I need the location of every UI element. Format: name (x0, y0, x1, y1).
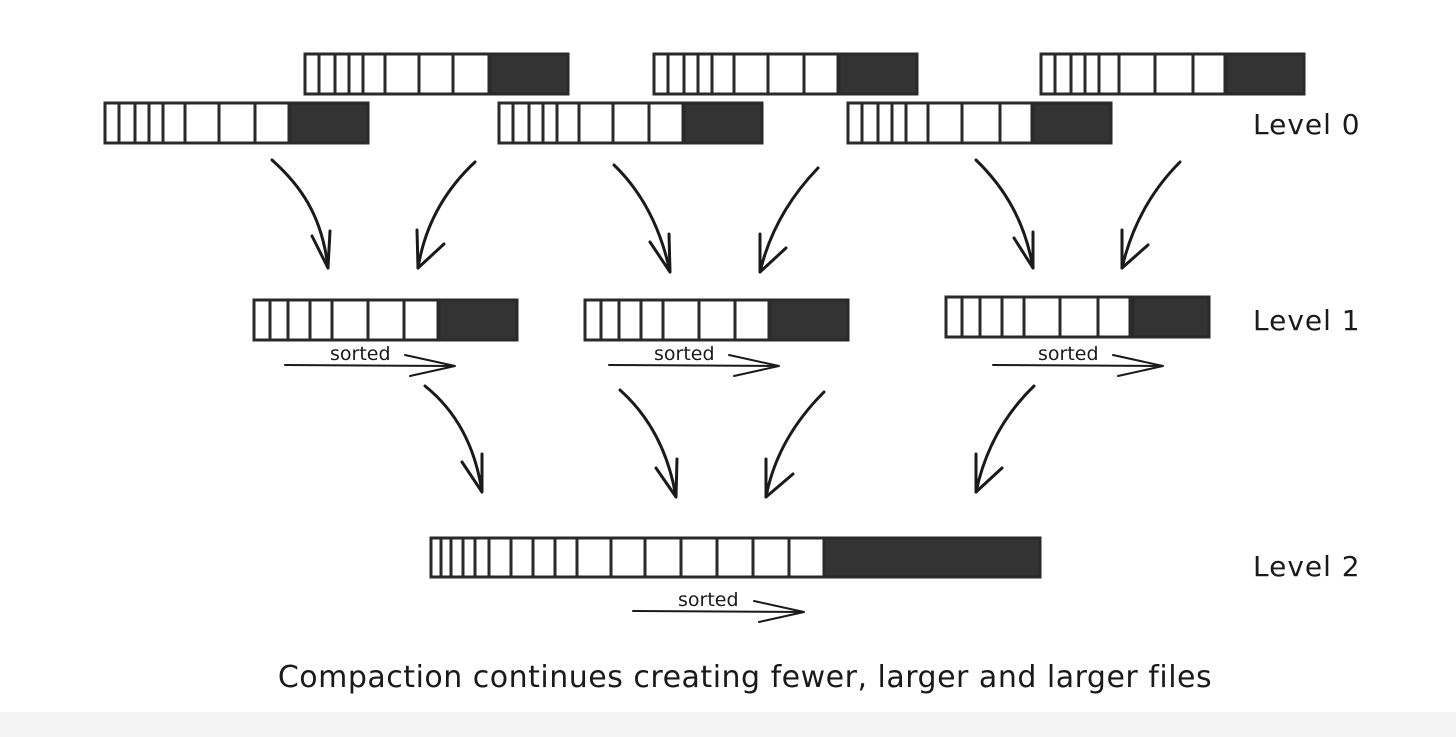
level-1-files (252, 295, 1211, 342)
file-unsorted-region (436, 298, 519, 342)
sorted-arrow (632, 600, 805, 623)
level-0-file-5 (497, 101, 764, 145)
merge-arrow (764, 390, 826, 499)
level-0-file-2 (652, 52, 919, 96)
file-unsorted-region (1128, 295, 1211, 339)
sorted-label: sorted (678, 589, 739, 611)
sorted-arrow (992, 354, 1164, 377)
merge-arrow (270, 158, 332, 270)
level-1-file-2 (583, 298, 850, 342)
sorted-arrow (284, 354, 456, 377)
merge-arrow (1120, 160, 1182, 270)
merge-arrow (415, 160, 477, 270)
level-0-label: Level 0 (1253, 108, 1361, 141)
sorted-label: sorted (1038, 343, 1099, 365)
merge-arrow (423, 384, 484, 494)
level-2-sorted-indicator: sorted (632, 589, 805, 623)
level-0-files (103, 52, 1306, 145)
level-1-label: Level 1 (1253, 304, 1361, 337)
file-unsorted-region (487, 52, 570, 96)
file-unsorted-region (287, 101, 370, 145)
level-0-file-4 (103, 101, 370, 145)
level-2-label: Level 2 (1253, 550, 1361, 583)
level-0-to-1-arrows (270, 158, 1182, 274)
merge-arrow (758, 166, 820, 274)
level-0-file-3 (1039, 52, 1306, 96)
file-unsorted-region (681, 101, 764, 145)
diagram-caption: Compaction continues creating fewer, lar… (278, 660, 1212, 695)
level-1-file-3 (944, 295, 1211, 339)
level-2-files (429, 536, 1042, 579)
level-1-file-1 (252, 298, 519, 342)
merge-arrow (974, 384, 1036, 494)
level-1-sorted-indicators: sorted sorted sorted (284, 343, 1164, 377)
level-1-to-2-arrows (423, 384, 1036, 499)
level-0-file-6 (846, 101, 1113, 145)
file-unsorted-region (1223, 52, 1306, 96)
level-2-file-1 (429, 536, 1042, 579)
file-unsorted-region (822, 536, 1042, 579)
merge-arrow (618, 388, 679, 499)
file-unsorted-region (836, 52, 919, 96)
sorted-label: sorted (654, 343, 715, 365)
merge-arrow (974, 158, 1035, 270)
sorted-label: sorted (330, 343, 391, 365)
file-unsorted-region (767, 298, 850, 342)
sorted-arrow (608, 354, 780, 377)
file-unsorted-region (1030, 101, 1113, 145)
bottom-band (0, 712, 1456, 737)
level-0-file-1 (303, 52, 570, 96)
merge-arrow (612, 163, 672, 274)
